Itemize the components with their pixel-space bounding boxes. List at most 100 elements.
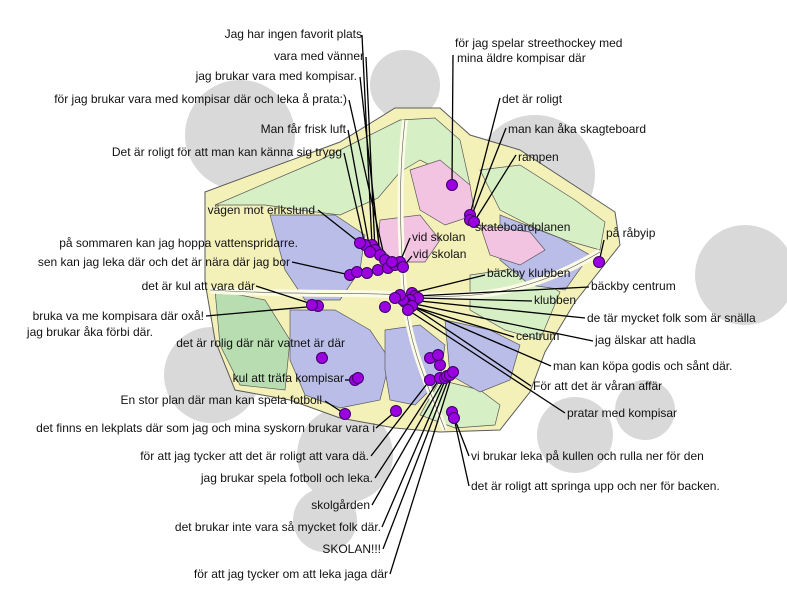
leader-line — [370, 379, 431, 457]
annotation-label: mina äldre kompisar där — [457, 51, 586, 65]
annotation-label: centrum — [516, 329, 559, 343]
annotation-label: vid skolan — [413, 247, 466, 261]
leader-line — [409, 299, 586, 319]
green-area-east — [479, 164, 606, 251]
leader-line — [453, 417, 470, 487]
leader-line — [205, 305, 319, 317]
leader-line — [411, 305, 552, 367]
annotation-label: det är roligt att springa upp och ner fö… — [471, 479, 720, 493]
location-marker[interactable] — [424, 374, 436, 386]
location-marker[interactable] — [339, 408, 351, 420]
annotation-label: för att jag tycker att det är roligt att… — [140, 449, 369, 463]
background-bubble — [293, 488, 357, 552]
leader-line — [469, 127, 507, 221]
annotation-label: för att jag tycker om att leka jaga där — [194, 567, 388, 581]
leader-line — [374, 377, 441, 479]
annotation-label: på sommaren kan jag hoppa vattenspridarr… — [59, 236, 298, 250]
location-marker[interactable] — [402, 304, 414, 316]
residential-area-west — [269, 214, 366, 301]
location-marker[interactable] — [372, 264, 384, 276]
leader-line — [407, 304, 515, 338]
location-marker[interactable] — [354, 237, 366, 249]
location-marker[interactable] — [447, 366, 459, 378]
leader-line — [402, 299, 532, 387]
location-marker[interactable] — [361, 267, 373, 279]
leader-line — [411, 274, 486, 294]
annotation-label: skolgården — [311, 498, 370, 512]
leader-line — [389, 371, 454, 575]
location-marker[interactable] — [352, 372, 364, 384]
annotation-label: Jag har ingen favorit plats — [225, 27, 362, 41]
background-bubble — [537, 397, 613, 473]
leader-line — [371, 377, 446, 506]
annotation-label: man kan åka skagteboard — [508, 122, 646, 136]
annotation-label: vi brukar leka på kullen och rulla ner f… — [471, 449, 704, 463]
location-marker[interactable] — [379, 301, 391, 313]
leader-line — [404, 301, 594, 342]
annotation-label: för jag spelar streethockey med — [455, 36, 622, 50]
annotation-label: det är roligt — [502, 92, 563, 106]
leader-line — [348, 99, 386, 261]
pink-area-east — [479, 224, 546, 266]
annotation-label: de tär mycket folk som är snälla — [587, 311, 756, 325]
location-marker[interactable] — [397, 261, 409, 273]
leader-line — [347, 129, 371, 251]
annotation-label: vägen mot erikslund — [208, 203, 315, 217]
annotation-label: rampen — [518, 150, 559, 164]
background-bubble — [185, 80, 295, 190]
annotation-label: bäckby centrum — [591, 279, 676, 293]
location-marker[interactable] — [389, 292, 401, 304]
annotation-label: Man får frisk luft — [261, 122, 347, 136]
leader-line — [417, 297, 533, 302]
annotation-label: För att det är våran affär — [533, 379, 662, 393]
annotation-label: klubben — [534, 293, 576, 307]
background-bubble — [615, 380, 675, 440]
leader-line — [407, 309, 566, 414]
leader-line — [451, 54, 454, 186]
annotation-label: vid skolan — [412, 230, 465, 244]
annotation-label: skateboardplanen — [475, 220, 570, 234]
residential-area-southwest — [289, 309, 391, 409]
annotation-label: sen kan jag leka där och det är nära där… — [38, 255, 290, 269]
leader-line — [414, 286, 590, 297]
leader-line — [365, 56, 376, 251]
leader-line — [291, 261, 351, 276]
annotation-label: kul att träfa kompisar — [233, 371, 344, 385]
location-marker[interactable] — [306, 299, 318, 311]
location-marker[interactable] — [351, 266, 363, 278]
background-bubble — [297, 407, 393, 503]
location-marker[interactable] — [390, 405, 402, 417]
leader-line — [317, 209, 361, 244]
annotation-label: bruka va me kompisara där oxå! — [33, 309, 204, 323]
location-marker[interactable] — [432, 349, 444, 361]
annotation-label: jag brukar åka förbi där. — [26, 325, 153, 339]
leader-line — [382, 374, 451, 550]
location-markers — [306, 179, 605, 424]
location-marker[interactable] — [448, 412, 460, 424]
annotation-label: SKOLAN!!! — [322, 542, 381, 556]
annotation-label: jag brukar spela fotboll och leka. — [200, 471, 373, 485]
leader-line — [343, 152, 366, 246]
annotation-label: för jag brukar vara med kompisar där och… — [54, 92, 347, 106]
background-bubble — [695, 225, 787, 325]
location-marker[interactable] — [364, 246, 376, 258]
annotation-label: jag brukar vara med kompisar. — [195, 69, 357, 83]
annotation-label: det är rolig där när vatnet är där — [176, 336, 345, 350]
location-marker[interactable] — [316, 352, 328, 364]
annotation-label: det är kul att vara där — [142, 279, 255, 293]
location-marker[interactable] — [434, 359, 446, 371]
location-marker[interactable] — [386, 256, 398, 268]
location-marker[interactable] — [593, 256, 605, 268]
annotation-label: jag älskar att hadla — [594, 333, 696, 347]
leader-line — [381, 375, 448, 528]
location-marker[interactable] — [446, 179, 458, 191]
annotation-label: vara med vänner — [274, 49, 364, 63]
green-area-west — [214, 289, 291, 391]
leader-lines — [205, 34, 605, 575]
annotation-label: på råbyip — [606, 226, 656, 240]
location-marker[interactable] — [468, 216, 480, 228]
annotation-label: det finns en lekplats där som jag och mi… — [36, 421, 375, 435]
leader-line — [469, 97, 501, 216]
annotation-label: En stor plan där man kan spela fotboll — [121, 393, 322, 407]
